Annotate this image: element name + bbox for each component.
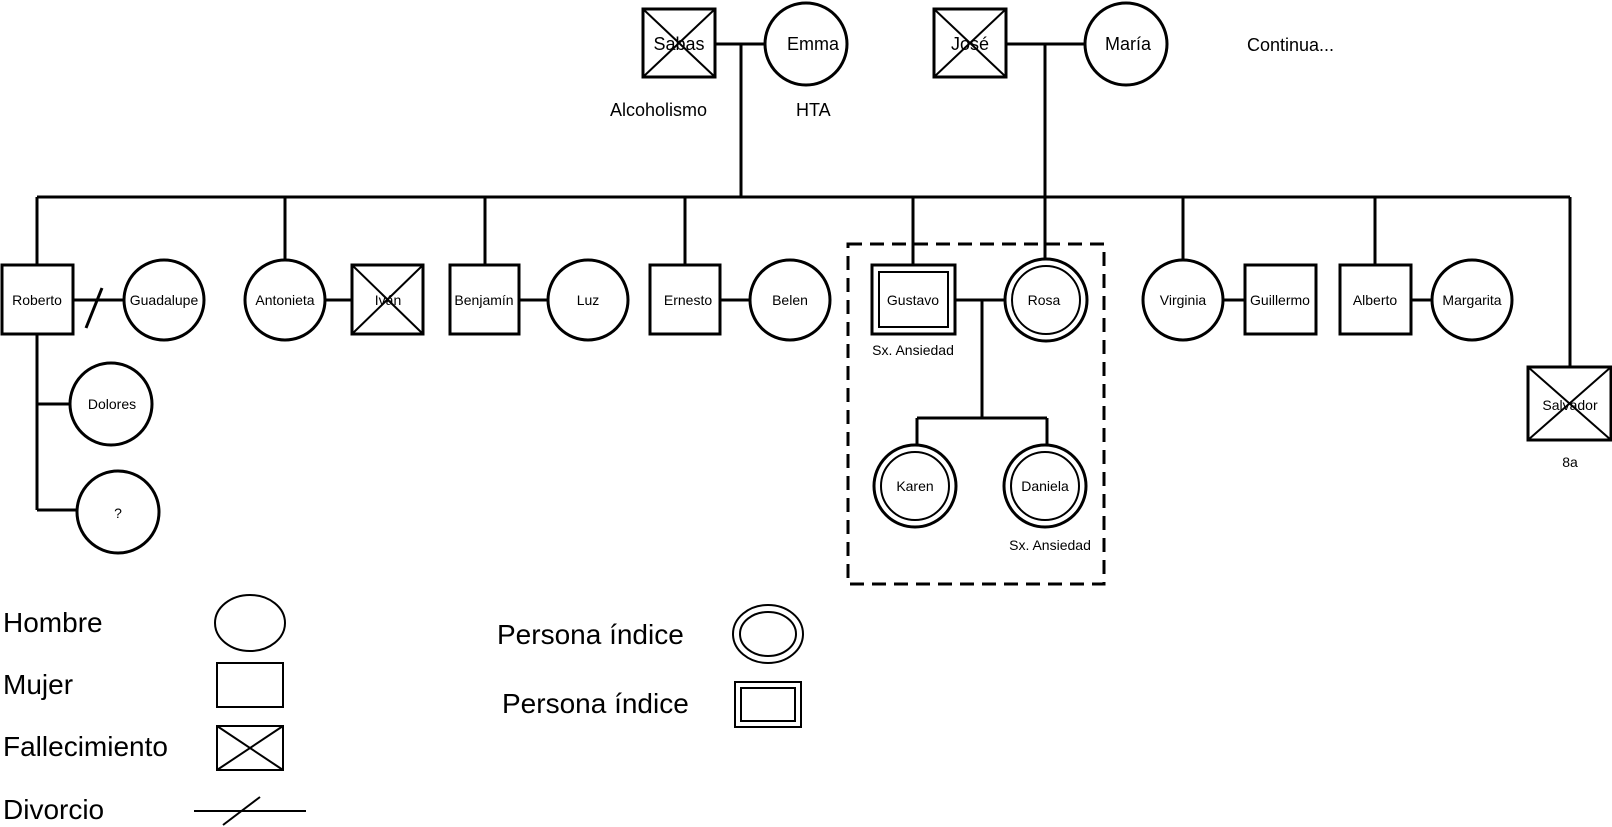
- roberto-label: Roberto: [12, 292, 62, 308]
- legend-indice-square-label: Persona índice: [502, 688, 689, 719]
- person-guillermo: Guillermo: [1243, 263, 1318, 336]
- ivan-label: Iván: [375, 292, 401, 308]
- guillermo-label: Guillermo: [1250, 292, 1310, 308]
- ernesto-label: Ernesto: [664, 292, 712, 308]
- person-gustavo: Gustavo: [870, 263, 957, 336]
- person-ernesto: Ernesto: [648, 263, 722, 336]
- person-karen: Karen: [872, 443, 958, 529]
- alcoholismo-note: Alcoholismo: [610, 100, 707, 120]
- legend-mujer-symbol: [216, 662, 284, 708]
- margarita-label: Margarita: [1442, 292, 1501, 308]
- person-antonieta: Antonieta: [243, 258, 327, 342]
- legend-divorcio-label: Divorcio: [3, 794, 104, 825]
- gustavo-label: Gustavo: [887, 292, 939, 308]
- person-alberto: Alberto: [1338, 263, 1413, 336]
- unknown-label: ?: [114, 505, 122, 521]
- legend-indice-circle-label: Persona índice: [497, 619, 684, 650]
- maria-label: María: [1105, 34, 1152, 54]
- person-emma: Emma: [763, 1, 849, 87]
- person-belen: Belen: [748, 258, 832, 342]
- legend-hombre-label: Hombre: [3, 607, 103, 638]
- continua-text: Continua...: [1247, 35, 1334, 55]
- gustavo-diagnosis: Sx. Ansiedad: [872, 342, 954, 358]
- person-sabas: Sabas: [641, 7, 717, 79]
- rosa-label: Rosa: [1028, 292, 1061, 308]
- guadalupe-label: Guadalupe: [130, 292, 199, 308]
- jose-label: José: [951, 34, 989, 54]
- legend-hombre-symbol: [214, 594, 286, 652]
- person-guadalupe: Guadalupe: [122, 258, 206, 342]
- salvador-label: Salvador: [1542, 397, 1598, 413]
- salvador-age: 8a: [1562, 454, 1578, 470]
- person-ivan: Iván: [350, 263, 425, 336]
- person-margarita: Margarita: [1430, 258, 1514, 342]
- benjamin-label: Benjamín: [454, 292, 513, 308]
- luz-label: Luz: [577, 292, 600, 308]
- virginia-label: Virginia: [1160, 292, 1207, 308]
- person-benjamin: Benjamín: [448, 263, 521, 336]
- belen-label: Belen: [772, 292, 808, 308]
- person-daniela: Daniela: [1002, 443, 1088, 529]
- connector-lines: [35, 42, 1572, 512]
- legend-fallecimiento-symbol: [216, 725, 284, 771]
- emma-label: Emma: [787, 34, 840, 54]
- alberto-label: Alberto: [1353, 292, 1398, 308]
- person-maria: María: [1083, 1, 1169, 87]
- legend-indice-square-symbol: [734, 681, 802, 728]
- daniela-label: Daniela: [1021, 478, 1069, 494]
- index-family-box: [846, 242, 1106, 586]
- hta-note: HTA: [796, 100, 831, 120]
- legend-mujer-label: Mujer: [3, 669, 73, 700]
- person-jose: José: [932, 7, 1008, 79]
- legend-fallecimiento-label: Fallecimiento: [3, 731, 168, 762]
- person-salvador: Salvador: [1526, 365, 1612, 442]
- sabas-label: Sabas: [653, 34, 704, 54]
- antonieta-label: Antonieta: [255, 292, 314, 308]
- daniela-diagnosis: Sx. Ansiedad: [1009, 537, 1091, 553]
- person-unknown: ?: [75, 469, 161, 555]
- legend-indice-circle-symbol: [732, 604, 804, 664]
- person-rosa: Rosa: [1003, 257, 1089, 343]
- person-luz: Luz: [546, 258, 630, 342]
- person-roberto: Roberto: [0, 263, 75, 336]
- legend: Hombre Mujer Fallecimiento Divorcio Pers…: [3, 594, 804, 826]
- dolores-label: Dolores: [88, 396, 136, 412]
- person-dolores: Dolores: [68, 361, 154, 447]
- legend-divorcio-symbol: [194, 796, 306, 826]
- karen-label: Karen: [896, 478, 933, 494]
- divorce-slash: [84, 287, 104, 329]
- person-virginia: Virginia: [1141, 258, 1225, 342]
